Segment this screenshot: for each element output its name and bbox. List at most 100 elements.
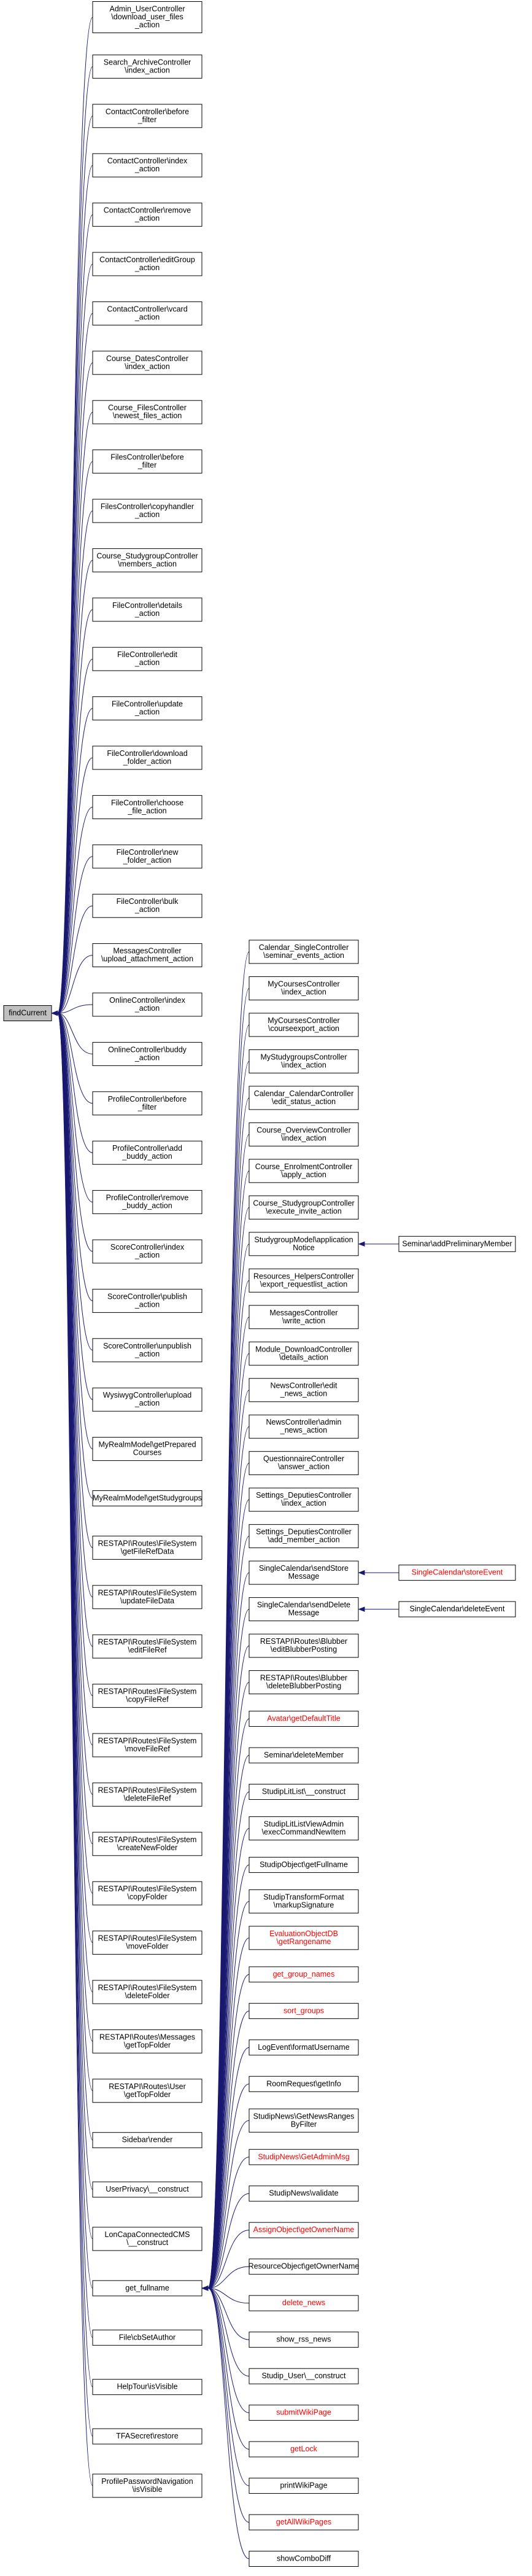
graph-node-c1_34[interactable]: RESTAPI\Routes\FileSystem\copyFileRef bbox=[92, 1684, 202, 1708]
graph-node-c1_11[interactable]: Course_StudygroupController\members_acti… bbox=[92, 548, 202, 572]
graph-node-c2_6[interactable]: Course_EnrolmentController\apply_action bbox=[249, 1159, 359, 1183]
graph-node-c1_49[interactable]: TFASecret\restore bbox=[92, 2428, 202, 2445]
graph-node-c2_25[interactable]: StudipObject\getFullname bbox=[249, 1856, 359, 1873]
graph-node-c1_15[interactable]: FileController\download_folder_action bbox=[92, 745, 202, 770]
graph-node-c2_3[interactable]: MyStudygroupsController\index_action bbox=[249, 1049, 359, 1073]
graph-node-c1_9[interactable]: FilesController\before_filter bbox=[92, 449, 202, 474]
graph-node-c1_7[interactable]: Course_DatesController\index_action bbox=[92, 351, 202, 375]
graph-node-c1_8[interactable]: Course_FilesController\newest_files_acti… bbox=[92, 400, 202, 424]
graph-node-c2_20[interactable]: RESTAPI\Routes\Blubber\deleteBlubberPost… bbox=[249, 1670, 359, 1695]
graph-node-c1_36[interactable]: RESTAPI\Routes\FileSystem\deleteFileRef bbox=[92, 1782, 202, 1807]
graph-node-c2_1[interactable]: MyCoursesController\index_action bbox=[249, 976, 359, 1000]
graph-node-c3_0[interactable]: Seminar\addPreliminaryMember bbox=[398, 1235, 516, 1252]
graph-node-c2_11[interactable]: Module_DownloadController\details_action bbox=[249, 1341, 359, 1366]
graph-node-c2_29[interactable]: sort_groups bbox=[249, 2002, 359, 2019]
graph-node-c1_1[interactable]: Search_ArchiveController\index_action bbox=[92, 54, 202, 79]
graph-node-c1_32[interactable]: RESTAPI\Routes\FileSystem\updateFileData bbox=[92, 1585, 202, 1609]
graph-node-c2_12[interactable]: NewsController\edit_news_action bbox=[249, 1378, 359, 1403]
graph-node-c2_22[interactable]: Seminar\deleteMember bbox=[249, 1747, 359, 1764]
graph-node-c2_35[interactable]: AssignObject\getOwnerName bbox=[249, 2222, 359, 2238]
graph-node-c2_2[interactable]: MyCoursesController\courseexport_action bbox=[249, 1013, 359, 1037]
graph-node-c2_4[interactable]: Calendar_CalendarController\edit_status_… bbox=[249, 1086, 359, 1110]
graph-node-c2_34[interactable]: StudipNews\validate bbox=[249, 2185, 359, 2202]
graph-node-c1_45[interactable]: LonCapaConnectedCMS\__construct bbox=[92, 2227, 202, 2251]
graph-node-c1_10[interactable]: FilesController\copyhandler_action bbox=[92, 499, 202, 523]
graph-node-c2_33[interactable]: StudipNews\GetAdminMsg bbox=[249, 2149, 359, 2165]
graph-node-c3_1[interactable]: SingleCalendar\storeEvent bbox=[398, 1565, 516, 1581]
graph-node-c2_7[interactable]: Course_StudygroupController\execute_invi… bbox=[249, 1195, 359, 1220]
graph-node-c2_42[interactable]: printWikiPage bbox=[249, 2478, 359, 2494]
graph-node-c1_39[interactable]: RESTAPI\Routes\FileSystem\moveFolder bbox=[92, 1931, 202, 1955]
graph-node-c2_43[interactable]: getAllWikiPages bbox=[249, 2514, 359, 2531]
graph-node-c1_17[interactable]: FileController\new_folder_action bbox=[92, 844, 202, 869]
graph-node-c2_9[interactable]: Resources_HelpersController\export_reque… bbox=[249, 1268, 359, 1293]
graph-node-c1_43[interactable]: Sidebar\render bbox=[92, 2132, 202, 2149]
graph-node-c2_5[interactable]: Course_OverviewController\index_action bbox=[249, 1122, 359, 1146]
graph-node-c1_4[interactable]: ContactController\remove_action bbox=[92, 203, 202, 227]
graph-node-c2_19[interactable]: RESTAPI\Routes\Blubber\editBlubberPostin… bbox=[249, 1633, 359, 1658]
graph-node-c1_50[interactable]: ProfilePasswordNavigation\isVisible bbox=[92, 2473, 202, 2498]
graph-node-c1_47[interactable]: File\cbSetAuthor bbox=[92, 2329, 202, 2346]
graph-node-c2_14[interactable]: QuestionnaireController\answer_action bbox=[249, 1451, 359, 1476]
graph-node-c1_41[interactable]: RESTAPI\Routes\Messages\getTopFolder bbox=[92, 2029, 202, 2053]
graph-node-c1_48[interactable]: HelpTour\isVisible bbox=[92, 2379, 202, 2395]
graph-node-c1_35[interactable]: RESTAPI\Routes\FileSystem\moveFileRef bbox=[92, 1733, 202, 1757]
graph-node-c1_22[interactable]: ProfileController\before_filter bbox=[92, 1091, 202, 1116]
graph-node-c1_20[interactable]: OnlineController\index_action bbox=[92, 992, 202, 1017]
graph-node-c2_37[interactable]: delete_news bbox=[249, 2295, 359, 2311]
graph-node-c1_46[interactable]: get_fullname bbox=[92, 2280, 202, 2297]
graph-node-c1_44[interactable]: UserPrivacy\__construct bbox=[92, 2181, 202, 2198]
graph-node-c1_18[interactable]: FileController\bulk_action bbox=[92, 893, 202, 918]
graph-node-c2_24[interactable]: StudipLitListViewAdmin\execCommandNewIte… bbox=[249, 1816, 359, 1840]
graph-node-c2_39[interactable]: Studip_User\__construct bbox=[249, 2368, 359, 2384]
graph-node-c2_13[interactable]: NewsController\admin_news_action bbox=[249, 1414, 359, 1439]
graph-node-c1_13[interactable]: FileController\edit_action bbox=[92, 647, 202, 671]
graph-node-c1_5[interactable]: ContactController\editGroup_action bbox=[92, 252, 202, 276]
graph-node-c2_44[interactable]: showComboDiff bbox=[249, 2551, 359, 2567]
graph-node-c1_19[interactable]: MessagesController\upload_attachment_act… bbox=[92, 943, 202, 968]
graph-node-c2_41[interactable]: getLock bbox=[249, 2441, 359, 2457]
graph-node-c1_26[interactable]: ScoreController\publish_action bbox=[92, 1288, 202, 1313]
graph-node-c2_16[interactable]: Settings_DeputiesController\add_member_a… bbox=[249, 1524, 359, 1549]
graph-node-c2_36[interactable]: ResourceObject\getOwnerName bbox=[249, 2259, 360, 2275]
graph-node-c1_3[interactable]: ContactController\index_action bbox=[92, 153, 202, 177]
graph-node-c1_23[interactable]: ProfileController\add_buddy_action bbox=[92, 1140, 202, 1165]
graph-node-c1_38[interactable]: RESTAPI\Routes\FileSystem\copyFolder bbox=[92, 1881, 202, 1905]
graph-node-c2_15[interactable]: Settings_DeputiesController\index_action bbox=[249, 1487, 359, 1512]
graph-node-c2_28[interactable]: get_group_names bbox=[249, 1966, 359, 1983]
graph-node-c1_30[interactable]: MyRealmModel\getStudygroups bbox=[92, 1490, 202, 1506]
graph-node-c2_21[interactable]: Avatar\getDefaultTitle bbox=[249, 1711, 359, 1727]
graph-node-c1_0[interactable]: Admin_UserController\download_user_files… bbox=[92, 1, 202, 33]
graph-node-c1_28[interactable]: WysiwygController\upload_action bbox=[92, 1387, 202, 1412]
graph-node-c1_14[interactable]: FileController\update_action bbox=[92, 696, 202, 721]
graph-node-root[interactable]: findCurrent bbox=[3, 1005, 52, 1021]
graph-node-c1_33[interactable]: RESTAPI\Routes\FileSystem\editFileRef bbox=[92, 1634, 202, 1659]
graph-node-c1_24[interactable]: ProfileController\remove_buddy_action bbox=[92, 1190, 202, 1215]
graph-node-c2_10[interactable]: MessagesController\write_action bbox=[249, 1305, 359, 1329]
graph-node-c2_26[interactable]: StudipTransformFormat\markupSignature bbox=[249, 1889, 359, 1913]
graph-node-c2_31[interactable]: RoomRequest\getInfo bbox=[249, 2076, 359, 2092]
graph-node-c1_6[interactable]: ContactController\vcard_action bbox=[92, 301, 202, 325]
graph-node-c2_40[interactable]: submitWikiPage bbox=[249, 2405, 359, 2421]
graph-node-c1_37[interactable]: RESTAPI\Routes\FileSystem\createNewFolde… bbox=[92, 1832, 202, 1856]
graph-node-c1_25[interactable]: ScoreController\index_action bbox=[92, 1239, 202, 1264]
graph-node-c2_30[interactable]: LogEvent\formatUsername bbox=[249, 2039, 359, 2056]
graph-node-c1_27[interactable]: ScoreController\unpublish_action bbox=[92, 1338, 202, 1363]
graph-node-c1_31[interactable]: RESTAPI\Routes\FileSystem\getFileRefData bbox=[92, 1535, 202, 1560]
graph-node-c1_40[interactable]: RESTAPI\Routes\FileSystem\deleteFolder bbox=[92, 1980, 202, 2004]
graph-node-c1_21[interactable]: OnlineController\buddy_action bbox=[92, 1041, 202, 1066]
graph-node-c1_12[interactable]: FileController\details_action bbox=[92, 597, 202, 622]
graph-node-c3_2[interactable]: SingleCalendar\deleteEvent bbox=[398, 1601, 516, 1617]
graph-node-c2_27[interactable]: EvaluationObjectDB\getRangename bbox=[249, 1926, 359, 1950]
graph-node-c2_23[interactable]: StudipLitList\__construct bbox=[249, 1783, 359, 1800]
graph-node-c1_2[interactable]: ContactController\before_filter bbox=[92, 104, 202, 128]
graph-node-c2_0[interactable]: Calendar_SingleController\seminar_events… bbox=[249, 940, 359, 964]
graph-node-c2_38[interactable]: show_rss_news bbox=[249, 2332, 359, 2348]
graph-node-c1_42[interactable]: RESTAPI\Routes\User\getTopFolder bbox=[92, 2079, 202, 2103]
graph-node-c1_16[interactable]: FileController\choose_file_action bbox=[92, 795, 202, 819]
